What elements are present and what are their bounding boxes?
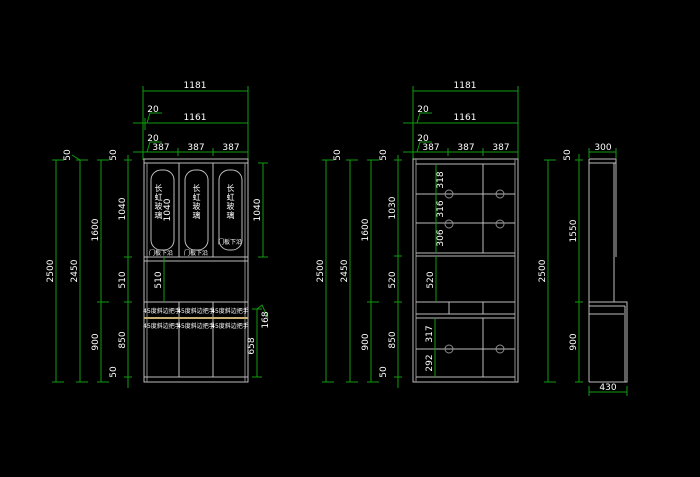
front-cabinet-body [143,158,249,383]
glass-door-middle: 门板下沿 [184,169,209,257]
dim-label: 50 [333,149,343,161]
dim-label: 900 [569,333,579,350]
front-elevation: 1181 20 1161 20 387 387 387 2500 [46,81,271,388]
dim-label: 20 [147,134,159,144]
dim-label: 20 [417,134,429,144]
dim-label: 1030 [388,196,398,219]
dim-label: 2500 [538,259,548,282]
glass-label: 长虹玻璃 [192,184,201,220]
handle-label: 45度斜边把手 [177,322,215,330]
side-base-depth-dim: 430 [588,383,628,396]
dim-label: 292 [425,354,435,371]
hole-icon [495,189,505,199]
dim-label: 300 [594,143,611,153]
interior-dim-bays: 20 387 387 387 [403,134,518,156]
dim-label: 2500 [316,259,326,282]
dim-label: 387 [457,143,474,153]
interior-dim-inner-width: 20 1161 [403,105,518,124]
dim-label: 50 [109,366,119,378]
dim-label: 1040 [253,198,263,221]
handle-label: 45度斜边把手 [177,307,215,315]
hole-icon [495,219,505,229]
dim-label: 1161 [454,113,477,123]
dim-label: 2450 [340,259,350,282]
glass-label: 长虹玻璃 [154,184,163,220]
interior-elevation: 1181 20 1161 20 387 387 387 2500 245 [316,81,519,388]
dim-label: 20 [417,105,429,115]
dim-label: 850 [118,331,128,348]
dim-label: 1600 [361,218,371,241]
dim-label: 850 [388,331,398,348]
dim-label: 1550 [569,219,579,242]
hole-icon [444,219,454,229]
handle-labels: 45度斜边把手 45度斜边把手 45度斜边把手 45度斜边把手 45度斜边把手 … [143,307,249,330]
door-bottom-label: 门板下沿 [149,249,173,257]
handle-label: 45度斜边把手 [143,322,181,330]
handle-label: 45度斜边把手 [143,307,181,315]
dim-label: 1040 [163,198,173,221]
dim-label: 520 [426,271,436,288]
door-bottom-label: 门板下沿 [184,249,208,257]
dim-label: 387 [152,143,169,153]
dim-label: 50 [379,366,389,378]
handle-label: 45度斜边把手 [211,322,249,330]
dim-label: 1181 [184,81,207,91]
dim-label: 520 [388,271,398,288]
dim-label: 50 [109,149,119,161]
glass-label: 长虹玻璃 [226,184,235,220]
dim-label: 900 [361,333,371,350]
dim-label: 510 [154,271,164,288]
front-left-dims: 2500 2450 50 1600 900 50 1040 510 850 50 [46,149,132,388]
dim-label: 1161 [184,113,207,123]
dim-label: 387 [422,143,439,153]
dim-label: 316 [436,200,446,217]
dim-label: 168 [261,311,271,328]
dim-label: 387 [222,143,239,153]
glass-door-left: 1040 门板下沿 [149,169,175,257]
dim-label: 510 [118,271,128,288]
dim-label: 1040 [118,197,128,220]
hole-icon [444,344,454,354]
front-niche-dim: 510 [154,257,165,302]
side-profile [588,158,628,383]
front-dim-bays: 20 387 387 387 [133,134,248,156]
interior-shelf-dims: 318 316 306 520 317 292 [425,164,446,377]
hole-icon [495,344,505,354]
glass-door-right: 门板下沿 [218,169,243,251]
dim-label: 20 [147,105,159,115]
side-top-depth-dim: 300 [588,143,617,158]
dim-label: 1600 [91,218,101,241]
dim-label: 50 [63,149,73,161]
dim-label: 50 [379,149,389,161]
dim-label: 306 [436,229,446,246]
dim-label: 317 [425,325,435,342]
dim-label: 387 [187,143,204,153]
dim-label: 1181 [454,81,477,91]
dim-label: 318 [436,171,446,188]
hole-icon [444,189,454,199]
dim-label: 900 [91,333,101,350]
dim-label: 430 [599,383,616,393]
dim-label: 387 [492,143,509,153]
side-left-dims: 2500 50 1550 900 [538,149,583,383]
dim-label: 2500 [46,259,56,282]
front-dim-inner-width: 20 1161 [133,105,248,130]
dim-label: 658 [247,337,257,354]
side-elevation: 300 2500 50 1550 900 [538,143,628,396]
dim-label: 2450 [70,259,80,282]
handle-label: 45度斜边把手 [211,307,249,315]
door-bottom-label: 门板下沿 [218,238,242,246]
dim-label: 50 [563,149,573,161]
front-right-dims: 1040 168 658 [247,162,271,378]
interior-left-dims: 2500 2450 50 1600 900 50 1030 520 850 50 [316,149,402,388]
interior-cabinet-body [412,158,519,383]
